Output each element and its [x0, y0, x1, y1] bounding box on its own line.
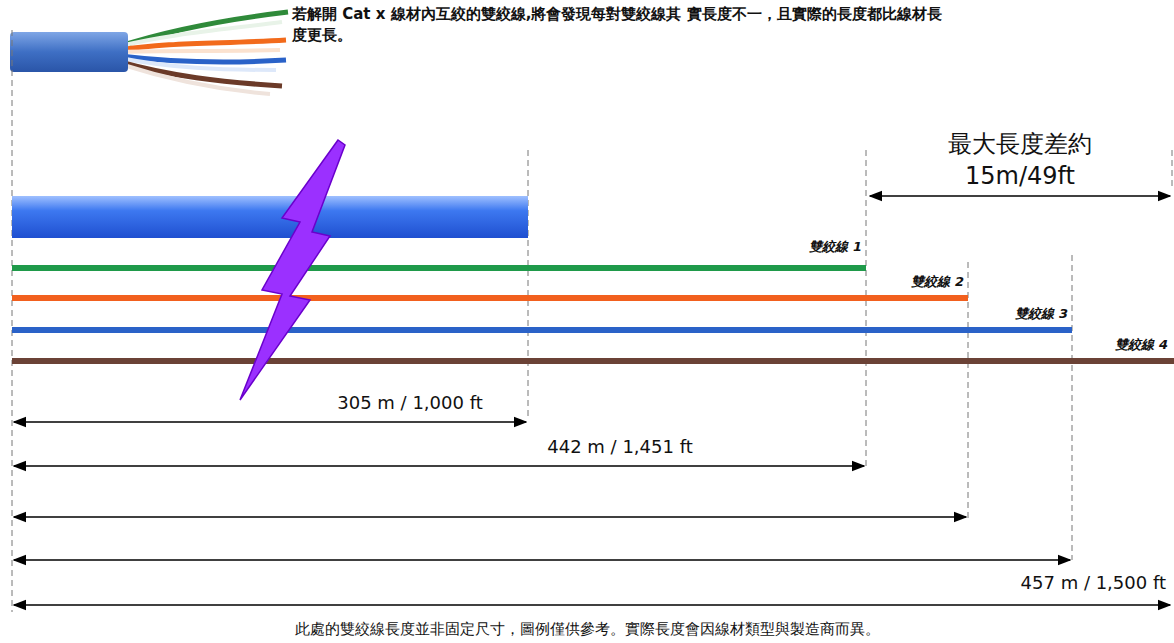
difference-value: 15m/49ft: [965, 162, 1075, 190]
caption-text: 此處的雙絞線長度並非固定尺寸，圖例僅供參考。實際長度會因線材類型與製造商而異。: [295, 620, 880, 639]
difference-label: 最大長度差約: [948, 128, 1092, 160]
dimension-label: 305 m / 1,000 ft: [335, 392, 484, 413]
pair-label: 雙絞線 1: [809, 238, 862, 256]
pair-label: 雙絞線 4: [1115, 336, 1168, 354]
cable-jacket-bar: [12, 196, 528, 238]
pair-line: [12, 295, 968, 301]
pair-line: [12, 358, 1174, 364]
pair-line: [12, 327, 1072, 333]
lightning-bolt: [240, 140, 345, 400]
cable-photo: [10, 12, 288, 94]
dimension-arrows: [14, 196, 1170, 605]
dimension-label: 457 m / 1,500 ft: [1019, 572, 1168, 593]
dimension-label: 442 m / 1,451 ft: [545, 436, 694, 457]
pair-label: 雙絞線 2: [911, 273, 964, 291]
heading-text: 若解開 Cat x 線材內互絞的雙絞線,將會發現每對雙絞線其 實長度不一，且實際…: [292, 4, 942, 46]
pair-label: 雙絞線 3: [1015, 305, 1068, 323]
pair-line: [12, 265, 866, 271]
extension-lines: [12, 30, 1172, 612]
